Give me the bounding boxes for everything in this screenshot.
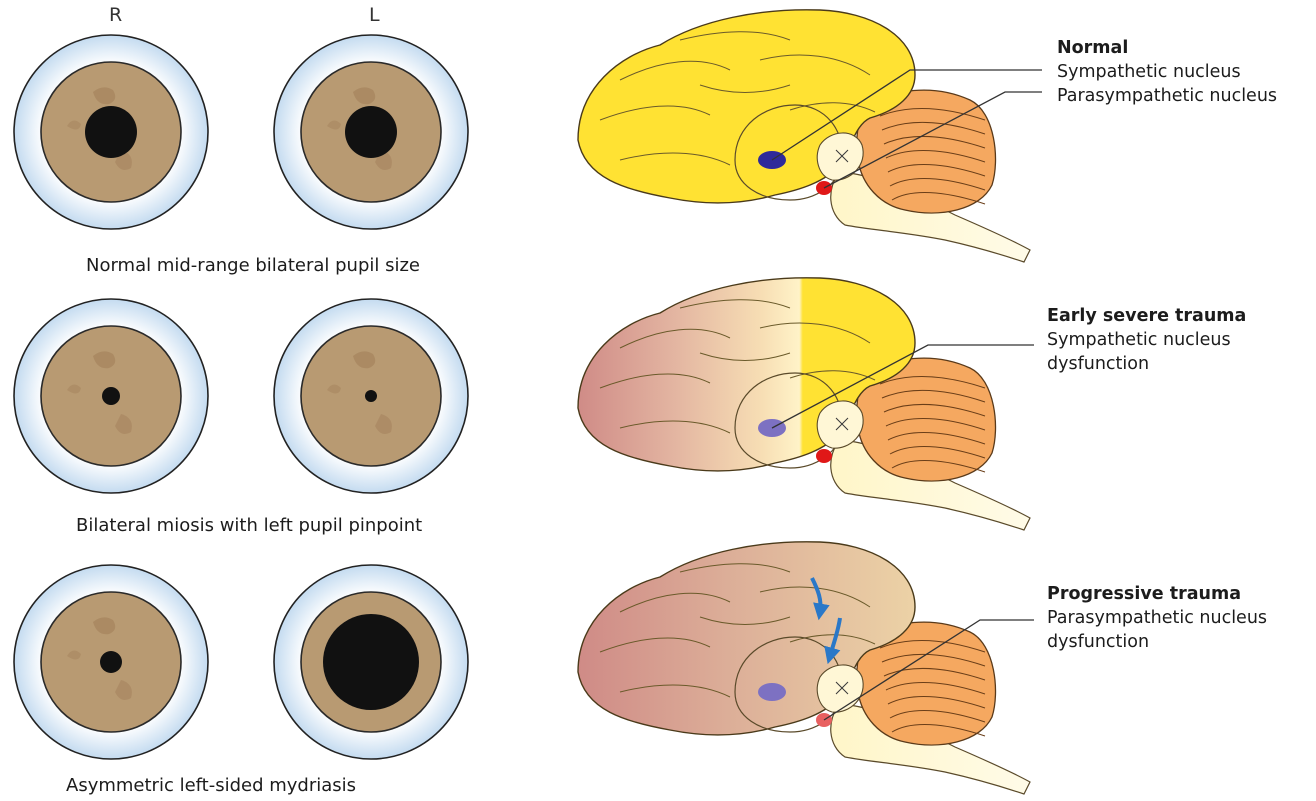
row-1-title: Normal	[1057, 36, 1277, 60]
pupil-icon	[85, 106, 137, 158]
row-3-line-2: dysfunction	[1047, 630, 1267, 654]
row-2-caption: Bilateral miosis with left pupil pinpoin…	[76, 515, 422, 536]
left-eye-header: L	[369, 4, 380, 26]
right-eye-header: R	[109, 4, 122, 26]
row-2-title: Early severe trauma	[1047, 304, 1246, 328]
pons	[817, 401, 863, 448]
eye-3	[14, 299, 208, 493]
row-1-line-2: Parasympathetic nucleus	[1057, 84, 1277, 108]
row-3-label: Progressive trauma Parasympathetic nucle…	[1047, 582, 1267, 654]
pupil-icon	[102, 387, 120, 405]
brain-sagittal-icon	[578, 278, 1030, 530]
sympathetic-nucleus	[758, 683, 786, 701]
row-2-label: Early severe trauma Sympathetic nucleus …	[1047, 304, 1246, 376]
eye-5	[14, 565, 208, 759]
brain-sagittal-icon	[578, 542, 1030, 794]
row-3-caption: Asymmetric left-sided mydriasis	[66, 775, 356, 796]
brain-sagittal-icon	[578, 10, 1030, 262]
pons	[817, 665, 863, 712]
row-1-line-1: Sympathetic nucleus	[1057, 60, 1277, 84]
parasympathetic-nucleus	[816, 449, 832, 463]
pupil-icon	[323, 614, 419, 710]
eye-1	[14, 35, 208, 229]
pupil-icon	[345, 106, 397, 158]
row-3-title: Progressive trauma	[1047, 582, 1267, 606]
pons	[817, 133, 863, 180]
pupil-icon	[365, 390, 377, 402]
eye-4	[274, 299, 468, 493]
eye-6	[274, 565, 468, 759]
row-1-caption: Normal mid-range bilateral pupil size	[86, 255, 420, 276]
pupil-icon	[100, 651, 122, 673]
row-3-line-1: Parasympathetic nucleus	[1047, 606, 1267, 630]
row-2-line-1: Sympathetic nucleus	[1047, 328, 1246, 352]
eye-2	[274, 35, 468, 229]
row-2-line-2: dysfunction	[1047, 352, 1246, 376]
row-1-label: Normal Sympathetic nucleus Parasympathet…	[1057, 36, 1277, 108]
